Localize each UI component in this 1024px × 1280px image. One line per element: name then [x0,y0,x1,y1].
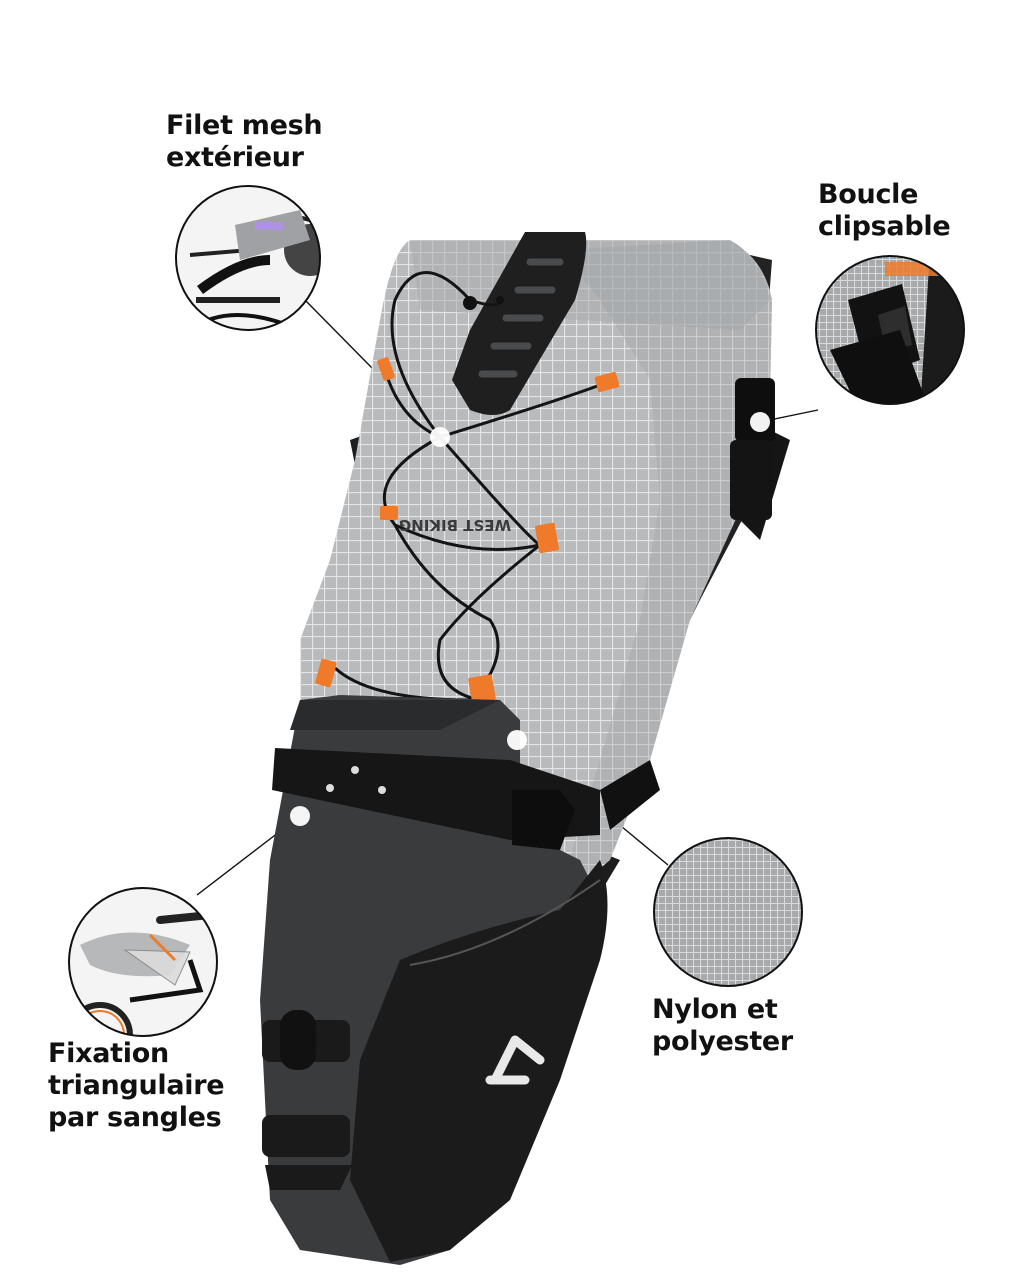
rubber-strap [452,232,587,415]
svg-text:WEST BIKING: WEST BIKING [399,516,511,534]
feature-label-line: clipsable [818,211,951,242]
feature-label-line: Filet mesh [166,110,323,141]
feature-label-line: par sangles [48,1102,222,1133]
feature-label-line: triangulaire [48,1070,225,1101]
feature-label-line: polyester [652,1026,793,1057]
feature-label-mesh: Filet mesh extérieur [166,110,323,174]
orange-anchors [315,357,620,704]
feature-label-line: Nylon et [652,994,778,1025]
brand-logo [485,1035,545,1085]
inset-mesh-bike [175,185,321,331]
inset-fixation-bike [68,887,218,1037]
side-pocket [350,860,608,1262]
feature-label-line: Boucle [818,179,919,210]
feature-label-fixation: Fixation triangulaire par sangles [48,1038,225,1134]
elastic-loops [262,1010,352,1190]
feature-label-buckle: Boucle clipsable [818,179,951,243]
feature-label-line: extérieur [166,142,304,173]
inset-fabric [653,837,803,987]
brand-print: WEST BIKING [399,516,511,534]
side-buckle [730,378,775,520]
feature-label-line: Fixation [48,1038,169,1069]
hotspot-dots [290,412,770,826]
inset-buckle [815,255,965,405]
feature-label-nylon: Nylon et polyester [652,994,793,1058]
seatpost-strap [272,748,660,850]
